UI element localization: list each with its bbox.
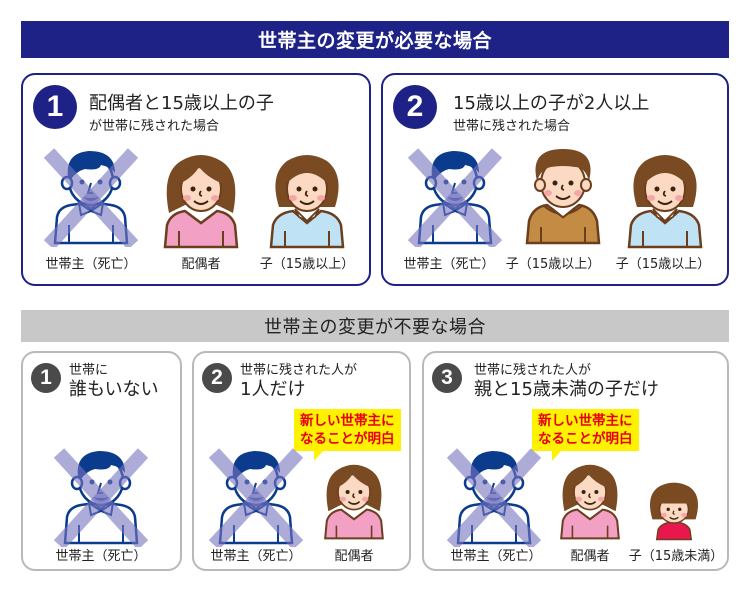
case-title: 世帯に [69, 363, 109, 378]
required-section-banner: 世帯主の変更が必要な場合 [21, 21, 729, 58]
not-required-section-banner: 世帯主の変更が不要な場合 [21, 310, 729, 342]
person-caption: 世帯主（死亡） [210, 549, 302, 564]
required-case-1-card: 1 配偶者と15歳以上の子 が世帯に残された場合 世帯主（死亡） 配偶者 子（1… [21, 73, 371, 286]
person-caption: 世帯主（死亡） [403, 257, 495, 272]
person-caption: 子（15歳未満） [628, 549, 724, 564]
case-subtitle: 誰もいない [69, 379, 159, 400]
case-subtitle: 1人だけ [240, 379, 306, 400]
person-caption: 配偶者 [570, 549, 610, 564]
case-subtitle: が世帯に残された場合 [89, 119, 220, 134]
not-required-case-1-card: 1 世帯に 誰もいない 世帯主（死亡） [21, 351, 182, 571]
speech-bubble: 新しい世帯主に なることが明白 [532, 409, 639, 461]
person-caption: 世帯主（死亡） [45, 257, 137, 272]
householder-deceased-figure [51, 445, 151, 547]
case-title: 15歳以上の子が2人以上 [453, 93, 650, 114]
householder-deceased-figure [41, 145, 141, 247]
spouse-figure [560, 463, 620, 540]
case-number-badge: 3 [432, 363, 462, 393]
bubble-line: 新しい世帯主に [538, 413, 633, 429]
person-caption: 配偶者 [181, 257, 221, 272]
person-caption: 子（15歳以上） [615, 257, 711, 272]
bubble-line: なることが明白 [300, 431, 395, 447]
person-caption: 子（15歳以上） [505, 257, 601, 272]
required-case-2-card: 2 15歳以上の子が2人以上 世帯に残された場合 世帯主（死亡） 子（15歳以上… [381, 73, 729, 286]
case-subtitle: 親と15歳未満の子だけ [474, 379, 659, 400]
speech-bubble: 新しい世帯主に なることが明白 [294, 409, 401, 461]
child-under15-figure [649, 481, 699, 541]
householder-deceased-figure [206, 445, 306, 547]
case-title: 世帯に残された人が [474, 363, 592, 378]
spouse-figure [163, 153, 239, 249]
person-caption: 世帯主（死亡） [55, 549, 147, 564]
case-number-badge: 1 [33, 85, 77, 129]
householder-deceased-figure [444, 445, 544, 547]
person-caption: 子（15歳以上） [259, 257, 355, 272]
person-caption: 配偶者 [334, 549, 374, 564]
case-number-badge: 1 [31, 363, 61, 393]
case-subtitle: 世帯に残された場合 [453, 119, 571, 134]
spouse-figure [324, 463, 384, 540]
not-required-case-3-card: 3 世帯に残された人が 親と15歳未満の子だけ 新しい世帯主に なることが明白 … [422, 351, 729, 571]
child-over15-girl-figure [627, 153, 703, 249]
not-required-case-2-card: 2 世帯に残された人が 1人だけ 新しい世帯主に なることが明白 世帯主（死亡）… [192, 351, 411, 571]
bubble-line: なることが明白 [538, 431, 633, 447]
child-over15-figure [269, 153, 345, 249]
householder-deceased-figure [405, 145, 505, 247]
bubble-line: 新しい世帯主に [300, 413, 395, 429]
child-over15-boy-figure [525, 147, 601, 245]
person-caption: 世帯主（死亡） [450, 549, 542, 564]
case-title: 世帯に残された人が [240, 363, 358, 378]
case-number-badge: 2 [393, 85, 437, 129]
case-title: 配偶者と15歳以上の子 [89, 93, 274, 114]
case-number-badge: 2 [202, 363, 232, 393]
